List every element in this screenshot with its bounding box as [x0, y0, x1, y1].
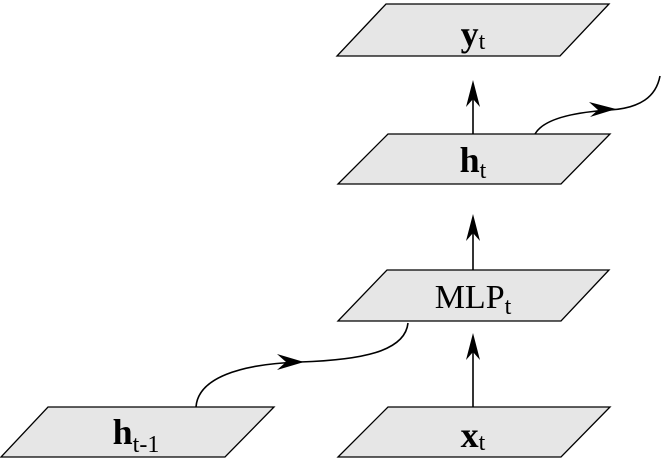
edge-h-to-next-arrowhead — [589, 102, 616, 117]
node-mlp-label: MLPt — [435, 279, 512, 320]
node-y: yt — [335, 3, 611, 57]
node-h-prev-box — [0, 406, 276, 458]
edge-hprev-to-mlp-curve — [195, 322, 409, 408]
node-x: xt — [336, 406, 612, 458]
edge-x-to-mlp-arrowhead — [466, 333, 480, 360]
node-mlp-box — [336, 269, 611, 322]
node-h-prev-label: ht-1 — [113, 412, 160, 458]
edge-hprev-to-mlp — [195, 322, 409, 408]
node-y-box — [335, 3, 611, 57]
edge-x-to-mlp — [466, 333, 480, 407]
node-h-label: ht — [460, 140, 487, 184]
edge-h-to-y-arrowhead — [466, 80, 480, 107]
edge-mlp-to-h-arrowhead — [466, 214, 480, 241]
node-y-label: yt — [461, 14, 486, 55]
node-mlp: MLPt — [336, 269, 611, 322]
node-x-box — [336, 406, 612, 458]
node-h-box — [336, 133, 612, 185]
edge-h-to-y — [466, 80, 480, 134]
edge-mlp-to-h — [466, 214, 480, 270]
edge-h-to-next — [534, 75, 661, 135]
node-h-prev: ht-1 — [0, 406, 276, 458]
node-x-label: xt — [461, 415, 486, 456]
node-h: ht — [336, 133, 612, 185]
edge-hprev-to-mlp-arrowhead — [277, 354, 304, 370]
